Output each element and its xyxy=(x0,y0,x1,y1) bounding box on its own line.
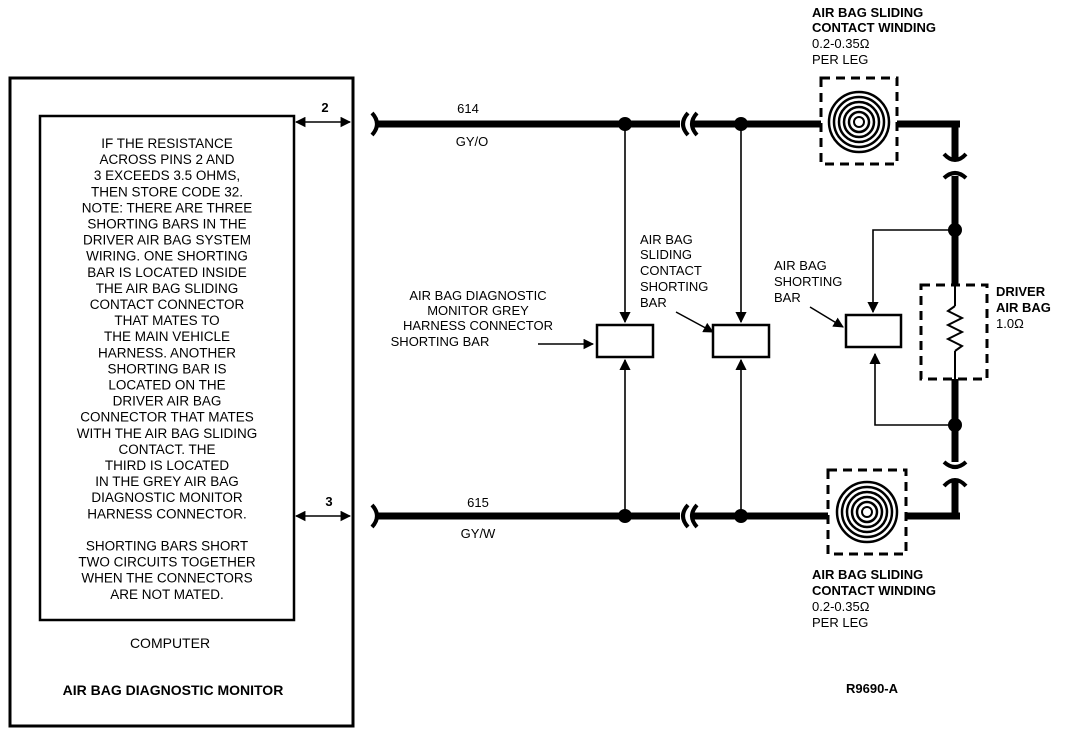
svg-text:PER LEG: PER LEG xyxy=(812,52,868,67)
svg-text:AIR BAG SLIDING: AIR BAG SLIDING xyxy=(812,567,923,582)
top-sliding-contact-winding xyxy=(819,76,899,166)
svg-text:PER LEG: PER LEG xyxy=(812,615,868,630)
svg-text:AIR BAG SLIDING: AIR BAG SLIDING xyxy=(812,5,923,20)
svg-text:SHORTING: SHORTING xyxy=(640,279,708,294)
svg-text:CONTACT: CONTACT xyxy=(640,263,702,278)
wire-614-circuit: 614 xyxy=(457,101,479,116)
note-line: SHORTING BARS SHORT xyxy=(86,539,248,554)
note-line: BAR IS LOCATED INSIDE xyxy=(87,265,247,280)
sliding-contact-label: AIR BAG SLIDING CONTACT SHORTING BAR xyxy=(640,232,714,333)
note-line: DRIVER AIR BAG xyxy=(113,394,222,409)
wire-615-circuit: 615 xyxy=(467,495,489,510)
svg-text:0.2-0.35Ω: 0.2-0.35Ω xyxy=(812,36,870,51)
monitor-note-box xyxy=(38,114,296,622)
note-line: CONTACT. THE xyxy=(118,442,215,457)
note-line: THIRD IS LOCATED xyxy=(105,458,230,473)
svg-text:MONITOR GREY: MONITOR GREY xyxy=(427,303,529,318)
pin-3-label: 3 xyxy=(325,494,332,509)
svg-text:1.0Ω: 1.0Ω xyxy=(996,316,1024,331)
svg-text:AIR BAG: AIR BAG xyxy=(774,258,827,273)
svg-text:AIR BAG DIAGNOSTIC: AIR BAG DIAGNOSTIC xyxy=(409,288,546,303)
note-line: WHEN THE CONNECTORS xyxy=(81,571,252,586)
note-line: CONTACT CONNECTOR xyxy=(90,297,245,312)
svg-text:SHORTING: SHORTING xyxy=(774,274,842,289)
note-line: TWO CIRCUITS TOGETHER xyxy=(78,555,256,570)
connector-right-top-lower xyxy=(942,171,968,180)
note-line: CONNECTOR THAT MATES xyxy=(80,410,254,425)
monitor-outer-box xyxy=(8,76,355,728)
connector-top-left xyxy=(370,111,379,137)
connector-bottom-left xyxy=(370,503,379,529)
air-bag-shorting-bar xyxy=(844,229,955,426)
junction-dots xyxy=(618,117,962,523)
svg-text:DRIVER: DRIVER xyxy=(996,284,1046,299)
note-line: SHORTING BARS IN THE xyxy=(87,217,246,232)
svg-text:AIR BAG: AIR BAG xyxy=(640,232,693,247)
svg-text:CONTACT WINDING: CONTACT WINDING xyxy=(812,583,936,598)
note-line: NOTE: THERE ARE THREE xyxy=(82,200,253,215)
note-line: ARE NOT MATED. xyxy=(110,587,224,602)
svg-text:HARNESS CONNECTOR: HARNESS CONNECTOR xyxy=(403,318,553,333)
monitor-title: AIR BAG DIAGNOSTIC MONITOR xyxy=(63,682,284,698)
sliding-contact-shorting-bar xyxy=(711,124,771,516)
note-line: HARNESS CONNECTOR. xyxy=(87,506,247,521)
note-line: 3 EXCEEDS 3.5 OHMS, xyxy=(94,168,240,183)
note-line: THE MAIN VEHICLE xyxy=(104,329,230,344)
note-line: HARNESS. ANOTHER xyxy=(98,345,236,360)
connector-right-bottom-upper xyxy=(942,460,968,469)
figure-id: R9690-A xyxy=(846,681,899,696)
driver-air-bag-circuit xyxy=(919,152,989,488)
note-line: SHORTING BAR IS xyxy=(107,361,226,376)
note-line: IN THE GREY AIR BAG xyxy=(95,474,239,489)
wire-614-color: GY/O xyxy=(456,134,489,149)
note-line: THE AIR BAG SLIDING xyxy=(96,281,239,296)
bottom-winding-label: AIR BAG SLIDING CONTACT WINDING 0.2-0.35… xyxy=(812,567,936,630)
connector-bottom-mid xyxy=(681,503,690,529)
wire-615-color: GY/W xyxy=(461,526,496,541)
computer-label: COMPUTER xyxy=(130,635,210,651)
svg-text:BAR: BAR xyxy=(774,290,801,305)
svg-text:SHORTING BAR: SHORTING BAR xyxy=(391,334,490,349)
note-line: WITH THE AIR BAG SLIDING xyxy=(77,426,258,441)
note-line: LOCATED ON THE xyxy=(108,378,225,393)
note-line: IF THE RESISTANCE xyxy=(101,136,233,151)
svg-text:0.2-0.35Ω: 0.2-0.35Ω xyxy=(812,599,870,614)
connector-top-mid xyxy=(681,111,690,137)
air-bag-shorting-label: AIR BAG SHORTING BAR xyxy=(774,258,844,328)
svg-text:BAR: BAR xyxy=(640,295,667,310)
svg-text:CONTACT WINDING: CONTACT WINDING xyxy=(812,20,936,35)
svg-text:SLIDING: SLIDING xyxy=(640,247,692,262)
connector-right-bottom-lower xyxy=(942,478,968,488)
bottom-sliding-contact-winding xyxy=(826,468,908,556)
top-winding-label: AIR BAG SLIDING CONTACT WINDING 0.2-0.35… xyxy=(812,5,936,67)
note-line: THAT MATES TO xyxy=(114,313,219,328)
note-line: WIRING. ONE SHORTING xyxy=(86,249,248,264)
grey-connector-shorting-bar xyxy=(595,124,655,516)
note-line: DIAGNOSTIC MONITOR xyxy=(91,490,243,505)
pin-2-label: 2 xyxy=(321,100,328,115)
grey-connector-label: AIR BAG DIAGNOSTIC MONITOR GREY HARNESS … xyxy=(391,288,595,350)
driver-air-bag-resistor xyxy=(945,305,965,352)
connector-right-top-upper xyxy=(942,152,968,162)
driver-air-bag-label: DRIVER AIR BAG 1.0Ω xyxy=(996,284,1051,331)
note-line: ACROSS PINS 2 AND xyxy=(99,152,234,167)
svg-text:AIR BAG: AIR BAG xyxy=(996,300,1051,315)
note-line: THEN STORE CODE 32. xyxy=(91,184,243,199)
note-line: DRIVER AIR BAG SYSTEM xyxy=(83,233,251,248)
